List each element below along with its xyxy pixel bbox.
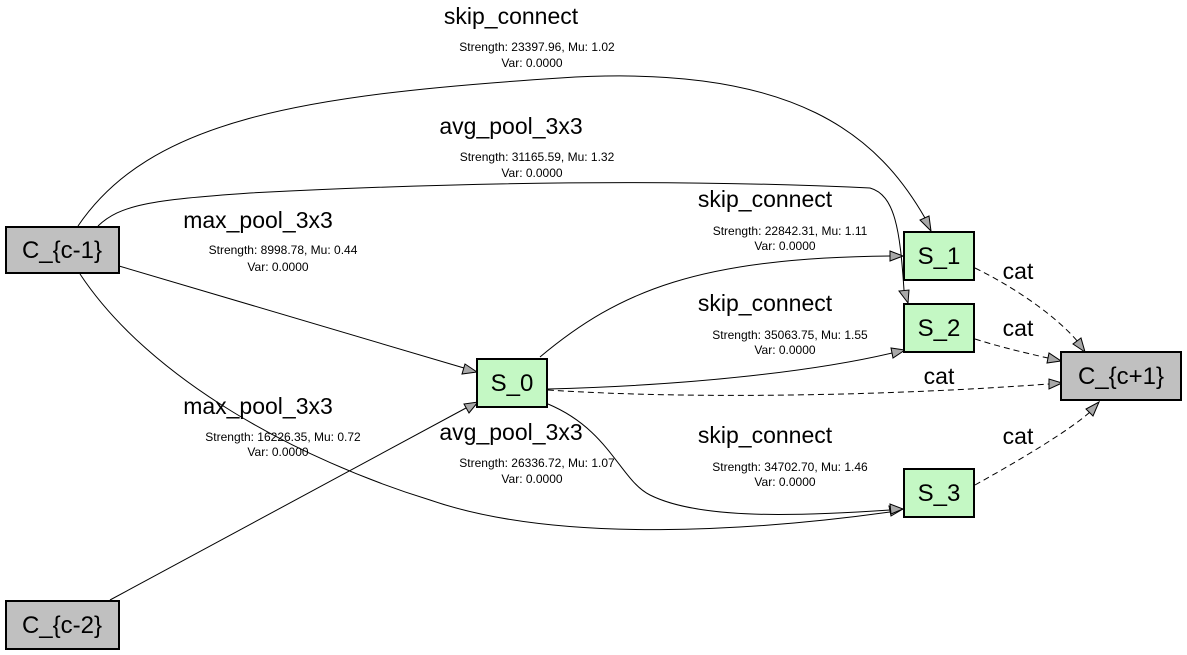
edge-label-s0-s3-stats: Strength: 34702.70, Mu: 1.46 [712,460,868,474]
cat-label-s0: cat [924,363,955,389]
node-s0-box [476,358,548,408]
edge-label-cprevprev-s0-var: Var: 0.0000 [501,472,562,486]
edge-label-cprev-s1-var: Var: 0.0000 [501,56,562,70]
arrowhead-s0-to-s2 [890,347,907,359]
edge-label-cprev-s2-op: avg_pool_3x3 [439,113,582,139]
edge-s0-to-s1 [539,255,891,358]
node-s3[interactable]: S_3 [903,468,975,518]
arrowhead-cprev-to-s0 [461,363,479,375]
node-c-prev-box [5,226,120,274]
node-s3-label: S_3 [918,480,961,507]
edge-label-cprev-s0-stats: Strength: 8998.78, Mu: 0.44 [209,243,358,257]
arrowhead-s0-cat [1048,378,1064,390]
node-s1-box [903,231,975,281]
edge-cprev-to-s2 [97,182,905,291]
edge-label-cprevprev-s0-op: avg_pool_3x3 [439,419,582,445]
arrowhead-s1-cat [1072,337,1086,354]
edge-label-s0-s2-var: Var: 0.0000 [754,343,815,357]
edge-label-cprev-s2-var: Var: 0.0000 [501,166,562,180]
arrowhead-cprev-to-s1 [919,215,932,233]
edge-label-s0-s1-var: Var: 0.0000 [754,239,815,253]
edge-s1-cat [974,267,1079,343]
edge-s0-to-s2 [547,352,893,390]
node-c-prev-prev-label: C_{c-2} [22,612,102,639]
node-c-prev-prev[interactable]: C_{c-2} [5,600,120,650]
edge-label-s0-s2-op: skip_connect [698,290,833,316]
edge-label-s0-s1-stats: Strength: 22842.31, Mu: 1.11 [713,224,868,238]
edge-s0-cat [547,383,1050,396]
node-c-out-box [1060,351,1182,401]
node-c-prev[interactable]: C_{c-1} [5,226,120,274]
edge-label-s0-s2-stats: Strength: 35063.75, Mu: 1.55 [712,328,868,342]
node-c-prev-prev-box [5,600,120,650]
edge-label-cprev-s0-var: Var: 0.0000 [247,260,308,274]
node-c-out[interactable]: C_{c+1} [1060,351,1182,401]
arrowhead-s0-to-s3 [889,503,905,515]
edge-label-cprev-s1-op: skip_connect [444,3,579,29]
edge-cprev-to-s1 [77,75,926,227]
node-s1[interactable]: S_1 [903,231,975,281]
arrowhead-cprevprev-to-s0 [463,401,480,414]
edge-label-cprev-s3-op: max_pool_3x3 [183,393,333,419]
edge-label-cprev-s3-var: Var: 0.0000 [247,445,308,459]
edge-cprev-to-s3 [79,273,891,531]
cat-label-s1: cat [1003,258,1034,284]
edge-s2-cat [974,338,1049,359]
edge-label-cprev-s0-op: max_pool_3x3 [183,207,333,233]
node-s3-box [903,468,975,518]
node-s2[interactable]: S_2 [903,303,975,353]
cat-label-s3: cat [1003,423,1034,449]
edge-label-s0-s1-op: skip_connect [698,186,833,212]
edge-label-s0-s3-var: Var: 0.0000 [754,475,815,489]
node-s1-label: S_1 [918,243,961,270]
node-c-prev-label: C_{c-1} [22,237,102,264]
node-s2-label: S_2 [918,315,961,342]
edge-cprevprev-to-s0 [109,407,467,601]
node-s0-label: S_0 [491,370,534,397]
edge-label-cprev-s3-stats: Strength: 16226.35, Mu: 0.72 [205,430,361,444]
edge-label-cprev-s1-stats: Strength: 23397.96, Mu: 1.02 [459,40,615,54]
node-s2-box [903,303,975,353]
edge-cprev-to-s0 [118,265,465,369]
node-c-out-label: C_{c+1} [1078,363,1164,390]
edge-label-s0-s3-op: skip_connect [698,422,833,448]
edge-label-cprevprev-s0-stats: Strength: 26336.72, Mu: 1.07 [459,456,615,470]
arrowhead-s2-cat [1046,352,1063,364]
node-s0[interactable]: S_0 [476,358,548,408]
arrowhead-s3-cat [1085,400,1101,417]
arrowhead-s0-to-s1 [889,250,905,262]
edge-s0-to-s3 [547,403,891,515]
cat-label-s2: cat [1003,315,1034,341]
edge-label-cprev-s2-stats: Strength: 31165.59, Mu: 1.32 [460,150,615,164]
arrowhead-cprev-to-s2 [898,289,910,305]
